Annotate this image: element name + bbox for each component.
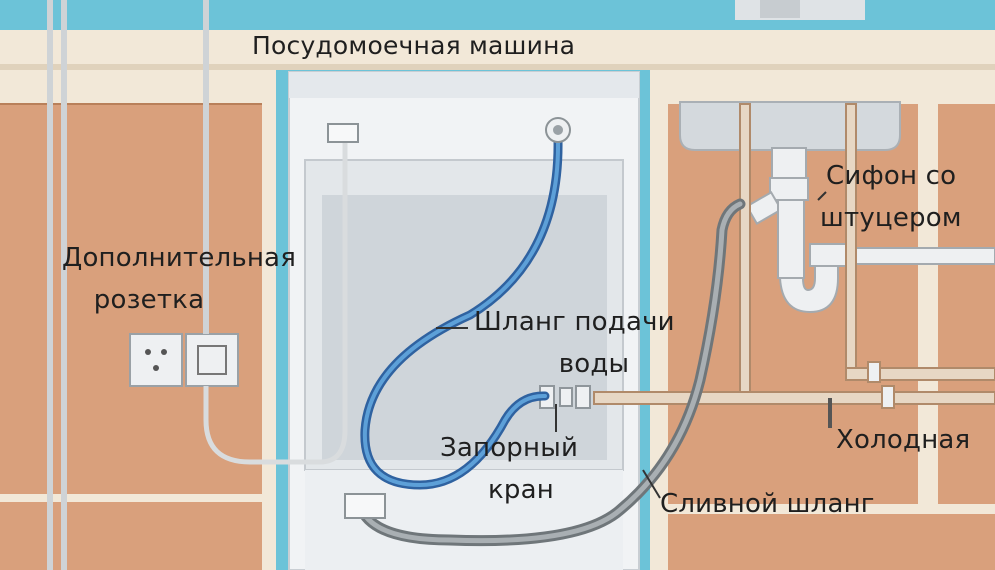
label-valve-line1: Запорный	[440, 433, 579, 463]
label-siphon-line2: штуцером	[820, 203, 962, 233]
leader-lines	[436, 191, 827, 499]
countertop	[0, 30, 995, 66]
right-cabinet	[650, 70, 995, 570]
label-valve-line2: кран	[488, 475, 554, 505]
double-outlet	[129, 333, 239, 387]
label-supply-line1: Шланг подачи	[474, 307, 675, 337]
label-supply-line2: воды	[558, 349, 630, 379]
label-siphon-line1: Сифон со	[826, 161, 957, 191]
left-cabinet	[0, 70, 276, 570]
drain-outlet	[344, 493, 386, 519]
power-cord	[203, 140, 348, 465]
power-inlet	[327, 123, 359, 143]
conduits	[47, 0, 209, 570]
label-cold-water: Холодная	[836, 425, 971, 455]
label-dishwasher: Посудомоечная машина	[252, 31, 576, 60]
label-outlet-line2: розетка	[93, 285, 205, 315]
label-drain-hose: Сливной шланг	[660, 489, 875, 519]
label-outlet-line1: Дополнительная	[61, 243, 297, 273]
